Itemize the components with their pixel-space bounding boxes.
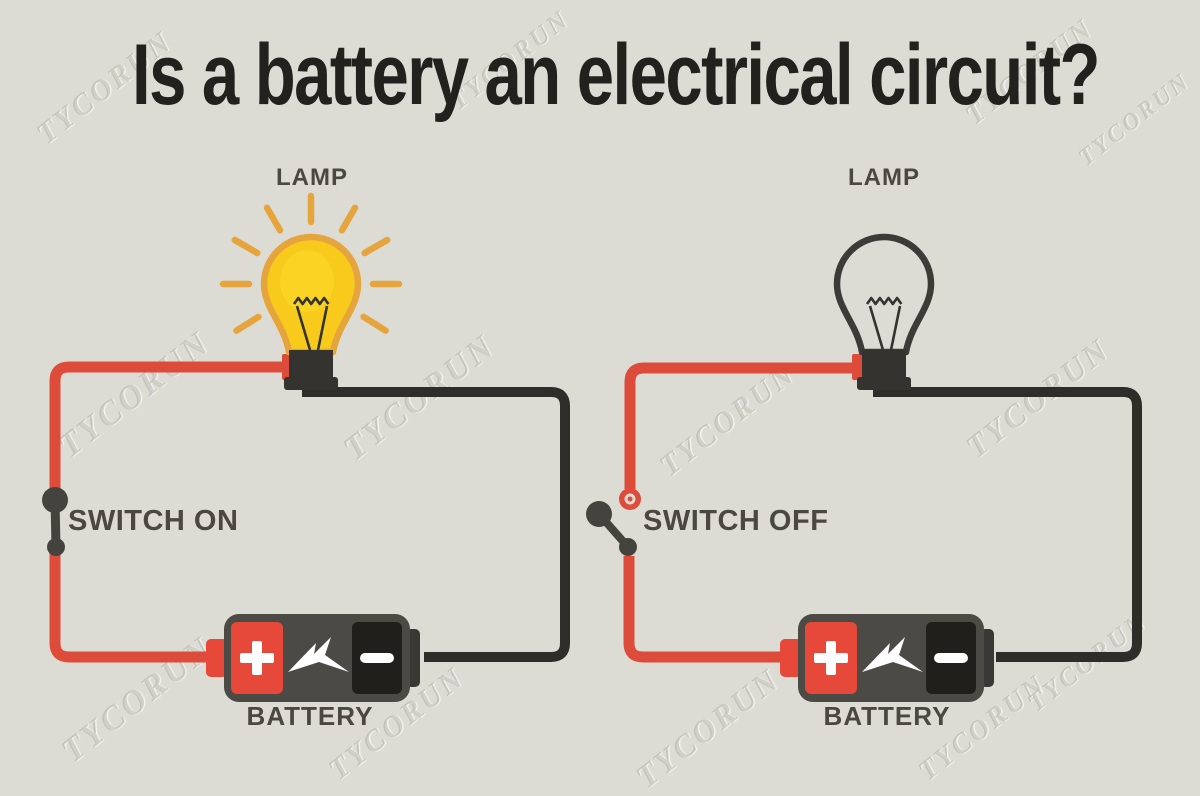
battery-icon bbox=[206, 614, 420, 702]
lamp-socket-icon bbox=[289, 350, 333, 380]
lamp-socket-icon bbox=[862, 350, 906, 380]
right-lamp-label: LAMP bbox=[848, 164, 920, 191]
red-wire-left-top bbox=[49, 361, 292, 494]
right-battery-label: BATTERY bbox=[823, 701, 951, 731]
minus-icon bbox=[360, 653, 394, 663]
page-title: Is a battery an electrical circuit? bbox=[132, 27, 1101, 123]
switch-open-icon bbox=[586, 488, 641, 556]
lightning-bolt-icon bbox=[288, 637, 349, 672]
plus-icon bbox=[814, 641, 848, 675]
bulb-glow-highlight bbox=[280, 250, 334, 312]
filament-icon bbox=[865, 296, 903, 351]
black-wire-right bbox=[873, 387, 1142, 662]
battery-terminal-nub-positive bbox=[780, 639, 802, 677]
switch-closed-icon bbox=[42, 487, 68, 556]
plus-icon bbox=[240, 641, 274, 675]
lightning-bolt-icon bbox=[862, 637, 923, 672]
left-lamp-label: LAMP bbox=[276, 164, 348, 191]
minus-icon bbox=[934, 653, 968, 663]
circuit-diagram bbox=[42, 192, 1142, 702]
red-wire-end-cap bbox=[852, 354, 864, 380]
left-battery-label: BATTERY bbox=[246, 701, 374, 731]
lamp-socket-flange bbox=[284, 377, 338, 390]
battery-terminal-nub-positive bbox=[206, 639, 228, 677]
red-wire-left-bottom bbox=[49, 553, 210, 663]
red-wire-right-top bbox=[624, 362, 857, 489]
right-circuit bbox=[586, 233, 1142, 702]
battery-icon bbox=[780, 614, 994, 702]
black-wire-left bbox=[302, 387, 570, 662]
right-switch-label: SWITCH OFF bbox=[643, 505, 829, 537]
lamp-bulb-unlit-icon bbox=[833, 233, 935, 356]
light-rays-icon bbox=[219, 192, 403, 334]
left-switch-label: SWITCH ON bbox=[68, 505, 239, 537]
filament-icon bbox=[292, 296, 330, 351]
left-circuit bbox=[42, 192, 570, 702]
red-wire-right-bottom bbox=[623, 556, 784, 663]
lamp-socket-flange bbox=[857, 377, 911, 390]
